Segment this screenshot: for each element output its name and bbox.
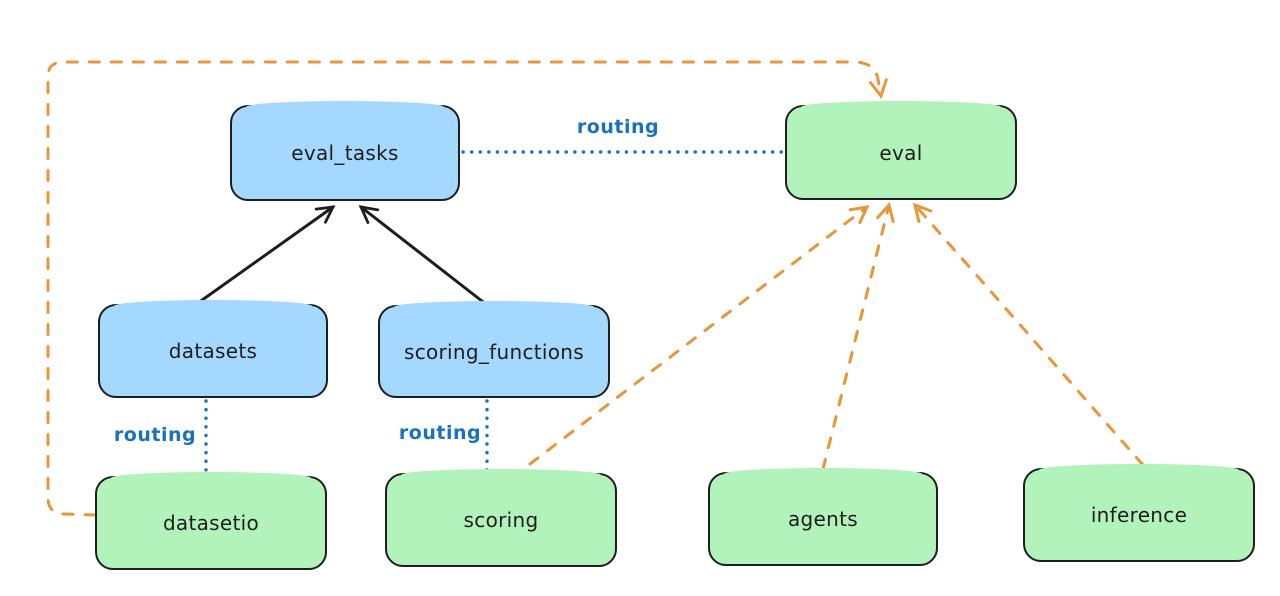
node-inference-label: inference	[1090, 503, 1188, 527]
node-agents-label: agents	[788, 507, 858, 531]
node-scoring: scoring	[385, 469, 617, 567]
node-scoring-functions: scoring_functions	[378, 301, 610, 398]
edge-label-routing-middle: routing	[398, 422, 482, 444]
edge-scoring-to-eval	[528, 207, 867, 466]
node-datasets: datasets	[98, 300, 328, 398]
node-datasetio: datasetio	[95, 472, 327, 570]
edge-datasetio-to-eval	[46, 60, 881, 517]
edge-scoring-functions-to-eval-tasks	[358, 205, 489, 307]
edge-agents-to-eval	[821, 205, 889, 471]
edge-datasets-to-eval-tasks	[196, 205, 336, 305]
node-scoring-label: scoring	[463, 508, 539, 532]
node-eval-label: eval	[879, 140, 923, 165]
edge-inference-to-eval	[915, 205, 1145, 467]
edge-label-routing-left: routing	[113, 424, 197, 446]
node-datasetio-label: datasetio	[162, 511, 260, 535]
edge-label-routing-top: routing	[576, 116, 660, 138]
node-scoring-functions-label: scoring_functions	[403, 339, 585, 364]
node-agents: agents	[708, 468, 938, 566]
node-eval-tasks: eval_tasks	[230, 101, 460, 201]
node-eval: eval	[785, 101, 1017, 200]
node-eval-tasks-label: eval_tasks	[291, 141, 399, 165]
node-inference: inference	[1023, 464, 1255, 562]
node-datasets-label: datasets	[168, 339, 258, 363]
